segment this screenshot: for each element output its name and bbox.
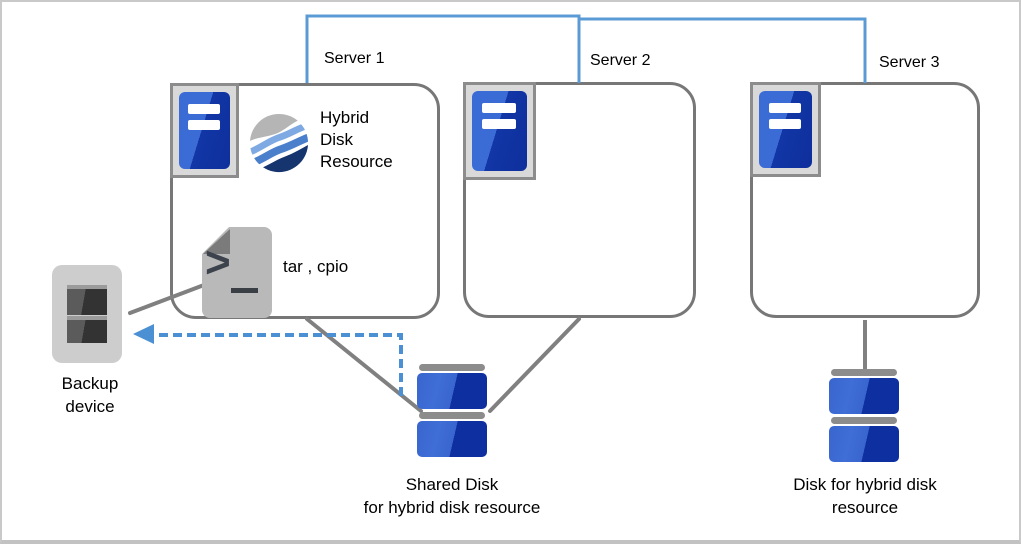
wave-band-navy xyxy=(249,143,309,173)
server-tower-icon xyxy=(750,82,821,177)
server-slot xyxy=(768,103,802,113)
wave-band-lightblue xyxy=(249,120,309,157)
server-slot xyxy=(481,103,516,113)
server-slot xyxy=(481,119,516,129)
server-tower-body xyxy=(179,92,230,169)
drive-bay xyxy=(67,285,107,315)
tape-drive-icon xyxy=(52,265,122,363)
hybrid-disk-resource-label: Hybrid Disk Resource xyxy=(320,108,393,171)
server-slot xyxy=(188,120,220,130)
wave-band-gray xyxy=(249,113,309,143)
disk-cap xyxy=(831,369,897,376)
backup-device-label: Backup device xyxy=(61,374,119,416)
tools-label: tar , cpio xyxy=(283,257,349,276)
disk-cap xyxy=(831,417,897,424)
server1-label: Server 1 xyxy=(324,50,385,67)
disk-body xyxy=(829,378,899,414)
connector-server2-to-shared-disk xyxy=(488,317,581,413)
backup-flow-arrowhead-icon xyxy=(133,324,154,344)
server-slot xyxy=(188,104,220,114)
server-tower-icon xyxy=(463,82,536,180)
server2-label: Server 2 xyxy=(590,52,651,69)
drive-bay-body xyxy=(67,289,107,315)
server-tower-body xyxy=(472,91,527,171)
disk-cap xyxy=(419,364,485,371)
drive-bay-body xyxy=(67,320,107,343)
disk-body xyxy=(829,426,899,462)
connector-server1-to-shared-disk xyxy=(305,317,423,413)
hybrid-disk-label: Disk for hybrid disk resource xyxy=(793,475,937,517)
prompt-glyph: > xyxy=(205,238,231,287)
drive-bay-bar xyxy=(67,316,107,320)
disk-body xyxy=(417,421,487,457)
backup-flow-dashed-line xyxy=(154,333,403,396)
server-tower-body xyxy=(759,91,812,168)
disk-stack-icon xyxy=(417,364,487,460)
server-slot xyxy=(768,119,802,129)
server-tower-icon xyxy=(170,83,239,178)
server3-label: Server 3 xyxy=(879,54,940,71)
disk-cap xyxy=(419,412,485,419)
shared-disk-label: Shared Disk for hybrid disk resource xyxy=(363,475,541,517)
drive-bay-bar xyxy=(67,285,107,289)
cursor-underscore xyxy=(231,288,258,293)
disk-stack-icon xyxy=(829,369,899,465)
disk-body xyxy=(417,373,487,409)
drive-bay xyxy=(67,316,107,343)
wave-sphere-icon xyxy=(249,113,309,173)
